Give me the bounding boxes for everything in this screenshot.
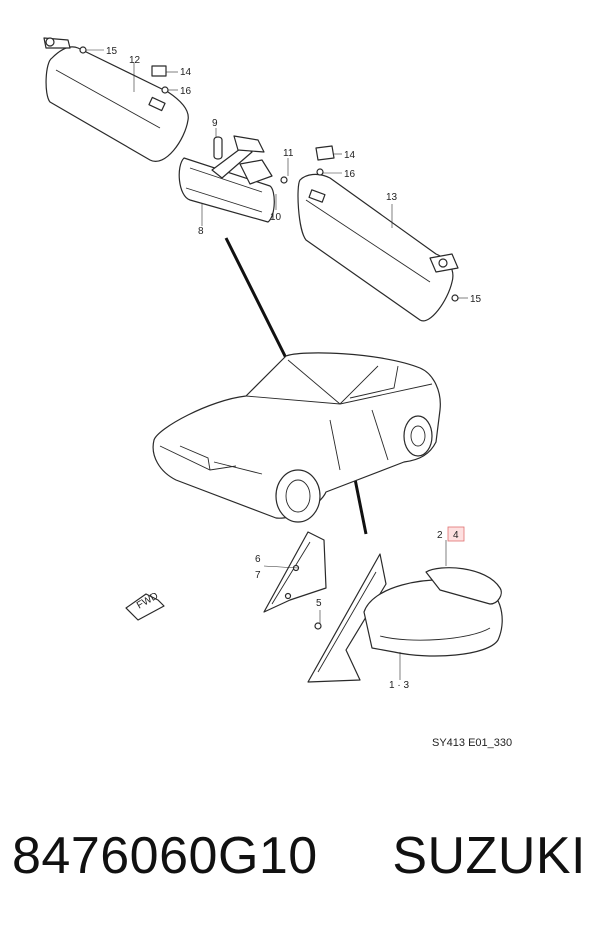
callout-8: 8 [198, 226, 204, 237]
callout-2: 2 [437, 530, 443, 541]
outside-rear-view-mirror [307, 553, 503, 683]
callout-15-left: 15 [106, 46, 118, 57]
callout-4: 4 [453, 530, 459, 541]
right-sun-visor [297, 145, 459, 322]
mirror-garnish [263, 531, 327, 630]
callout-4-highlight [447, 526, 465, 542]
callout-7: 7 [255, 570, 261, 581]
callout-5: 5 [316, 598, 322, 609]
rear-view-mirror [178, 135, 288, 223]
callout-9: 9 [212, 118, 218, 129]
callout-labels: 15 12 14 16 9 11 14 16 10 8 13 15 2 4 6 … [106, 46, 512, 749]
part-number: 8476060G10 [12, 827, 318, 885]
fwd-direction-arrow: FWD [125, 591, 165, 621]
callout-16-right: 16 [344, 169, 356, 180]
callout-11: 11 [283, 148, 294, 159]
callout-16-left: 16 [180, 86, 192, 97]
callout-14-right: 14 [344, 150, 356, 161]
callout-leaders [86, 49, 468, 680]
callout-6: 6 [255, 554, 261, 565]
callout-10: 10 [270, 212, 282, 223]
parts-diagram: FWD 15 12 14 16 9 11 14 16 10 8 13 15 2 [43, 37, 512, 749]
drawing-code: SY413 E01_330 [432, 737, 512, 749]
car-illustration [152, 352, 441, 523]
callout-1-3: 1 · 3 [389, 680, 409, 691]
callout-15-right: 15 [470, 294, 482, 305]
left-sun-visor [43, 37, 189, 162]
callout-13: 13 [386, 192, 398, 203]
callout-14-left: 14 [180, 67, 192, 78]
callout-12: 12 [129, 55, 141, 66]
brand-name: SUZUKI [392, 827, 586, 885]
